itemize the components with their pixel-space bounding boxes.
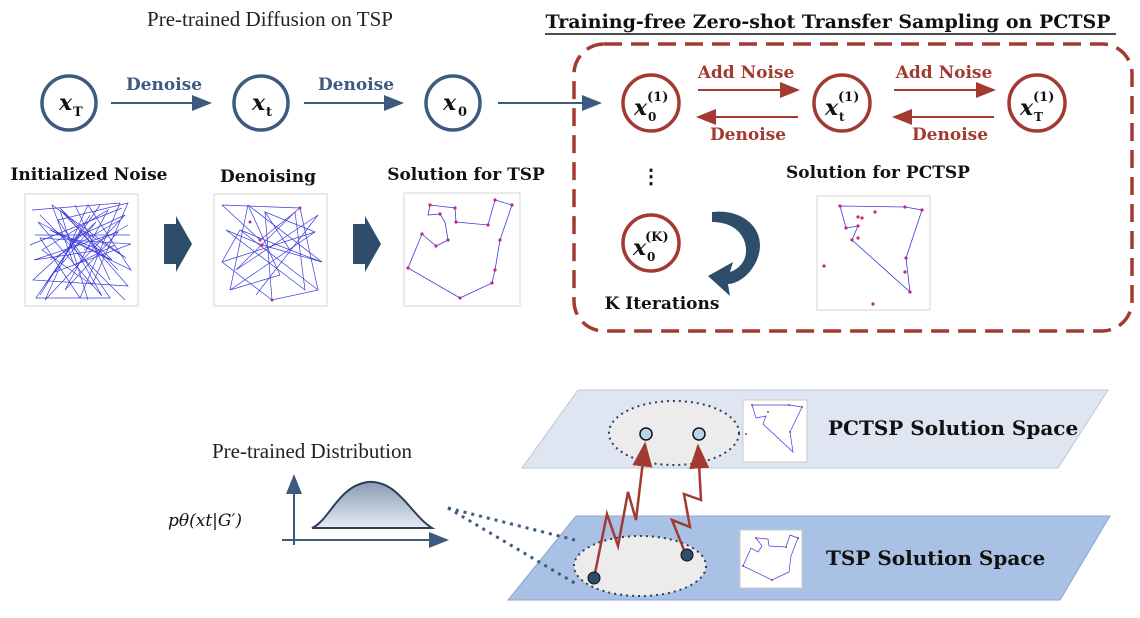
proj-line-1 bbox=[447, 506, 576, 542]
ellipsis: ⋮ bbox=[641, 164, 661, 188]
node-xt: x t bbox=[232, 74, 290, 132]
caption-denoising: Denoising bbox=[220, 167, 316, 187]
node-xt-1-sup: (1) bbox=[838, 90, 859, 105]
right-title: Training-free Zero-shot Transfer Samplin… bbox=[545, 11, 1110, 33]
node-xt-sub: t bbox=[266, 105, 272, 120]
node-x0-1-sub: 0 bbox=[648, 110, 656, 124]
pctsp-space-label: PCTSP Solution Space bbox=[828, 416, 1078, 440]
pctsp-ellipse bbox=[608, 400, 740, 466]
node-xT-1-sup: (1) bbox=[1033, 90, 1054, 105]
label-add-noise-1: Add Noise bbox=[697, 63, 795, 83]
node-x0: x 0 bbox=[424, 74, 482, 132]
node-x0-K-base: x bbox=[632, 235, 647, 261]
node-x0-sub: 0 bbox=[458, 105, 467, 120]
label-add-noise-2: Add Noise bbox=[895, 63, 993, 83]
caption-init-noise: Initialized Noise bbox=[10, 165, 167, 185]
loop-arrow-icon bbox=[708, 211, 760, 296]
node-xT-sub: T bbox=[73, 105, 83, 120]
proj-line-2 bbox=[447, 506, 579, 587]
label-denoise-1: Denoise bbox=[126, 75, 202, 95]
tsp-ellipse bbox=[573, 535, 707, 597]
node-xt-base: x bbox=[251, 90, 266, 116]
thumb-init-noise bbox=[24, 193, 139, 307]
thumb-denoising bbox=[213, 193, 328, 307]
caption-sol-tsp: Solution for TSP bbox=[387, 165, 545, 185]
transfer-box bbox=[572, 42, 1134, 333]
node-xT-1-base: x bbox=[1019, 95, 1034, 121]
chevron-2-icon bbox=[353, 216, 381, 272]
tsp-point-2 bbox=[680, 548, 694, 562]
node-xt-1-sub: t bbox=[839, 110, 845, 124]
node-x0-base: x bbox=[442, 90, 457, 116]
pctsp-point-1 bbox=[639, 427, 653, 441]
zigzag-2 bbox=[669, 443, 710, 556]
tsp-plane-thumb bbox=[739, 529, 803, 589]
dist-formula: pθ(xt|G′) bbox=[168, 511, 242, 531]
node-x0-1-sup: (1) bbox=[647, 90, 668, 105]
node-xT-1-sub: T bbox=[1034, 110, 1043, 124]
chevron-1-icon bbox=[164, 216, 192, 272]
node-xT: x T bbox=[40, 74, 98, 132]
pctsp-point-2 bbox=[692, 427, 706, 441]
node-xt-1: x t (1) bbox=[812, 73, 872, 133]
label-denoise-back-2: Denoise bbox=[912, 125, 988, 145]
node-xT-1: x T (1) bbox=[1007, 73, 1067, 133]
node-xT-base: x bbox=[58, 90, 73, 116]
gaussian-plot bbox=[282, 474, 449, 548]
caption-sol-pctsp: Solution for PCTSP bbox=[786, 163, 970, 183]
pctsp-plane-thumb bbox=[742, 399, 808, 463]
tsp-space-label: TSP Solution Space bbox=[826, 546, 1045, 570]
node-x0-K: x 0 (K) bbox=[621, 213, 681, 273]
label-denoise-back-1: Denoise bbox=[710, 125, 786, 145]
zigzag-1 bbox=[592, 441, 653, 579]
tsp-point-1 bbox=[587, 571, 601, 585]
thumb-sol-pctsp bbox=[816, 195, 931, 311]
left-title: Pre-trained Diffusion on TSP bbox=[147, 7, 393, 31]
node-xt-1-base: x bbox=[824, 95, 839, 121]
label-denoise-2: Denoise bbox=[318, 75, 394, 95]
node-x0-K-sup: (K) bbox=[645, 230, 669, 245]
thumb-sol-tsp bbox=[403, 192, 521, 307]
node-x0-K-sub: 0 bbox=[647, 250, 655, 264]
dist-title: Pre-trained Distribution bbox=[212, 439, 413, 463]
caption-k-iterations: K Iterations bbox=[605, 294, 720, 314]
node-x0-1-base: x bbox=[633, 95, 648, 121]
node-x0-1: x 0 (1) bbox=[621, 73, 681, 133]
